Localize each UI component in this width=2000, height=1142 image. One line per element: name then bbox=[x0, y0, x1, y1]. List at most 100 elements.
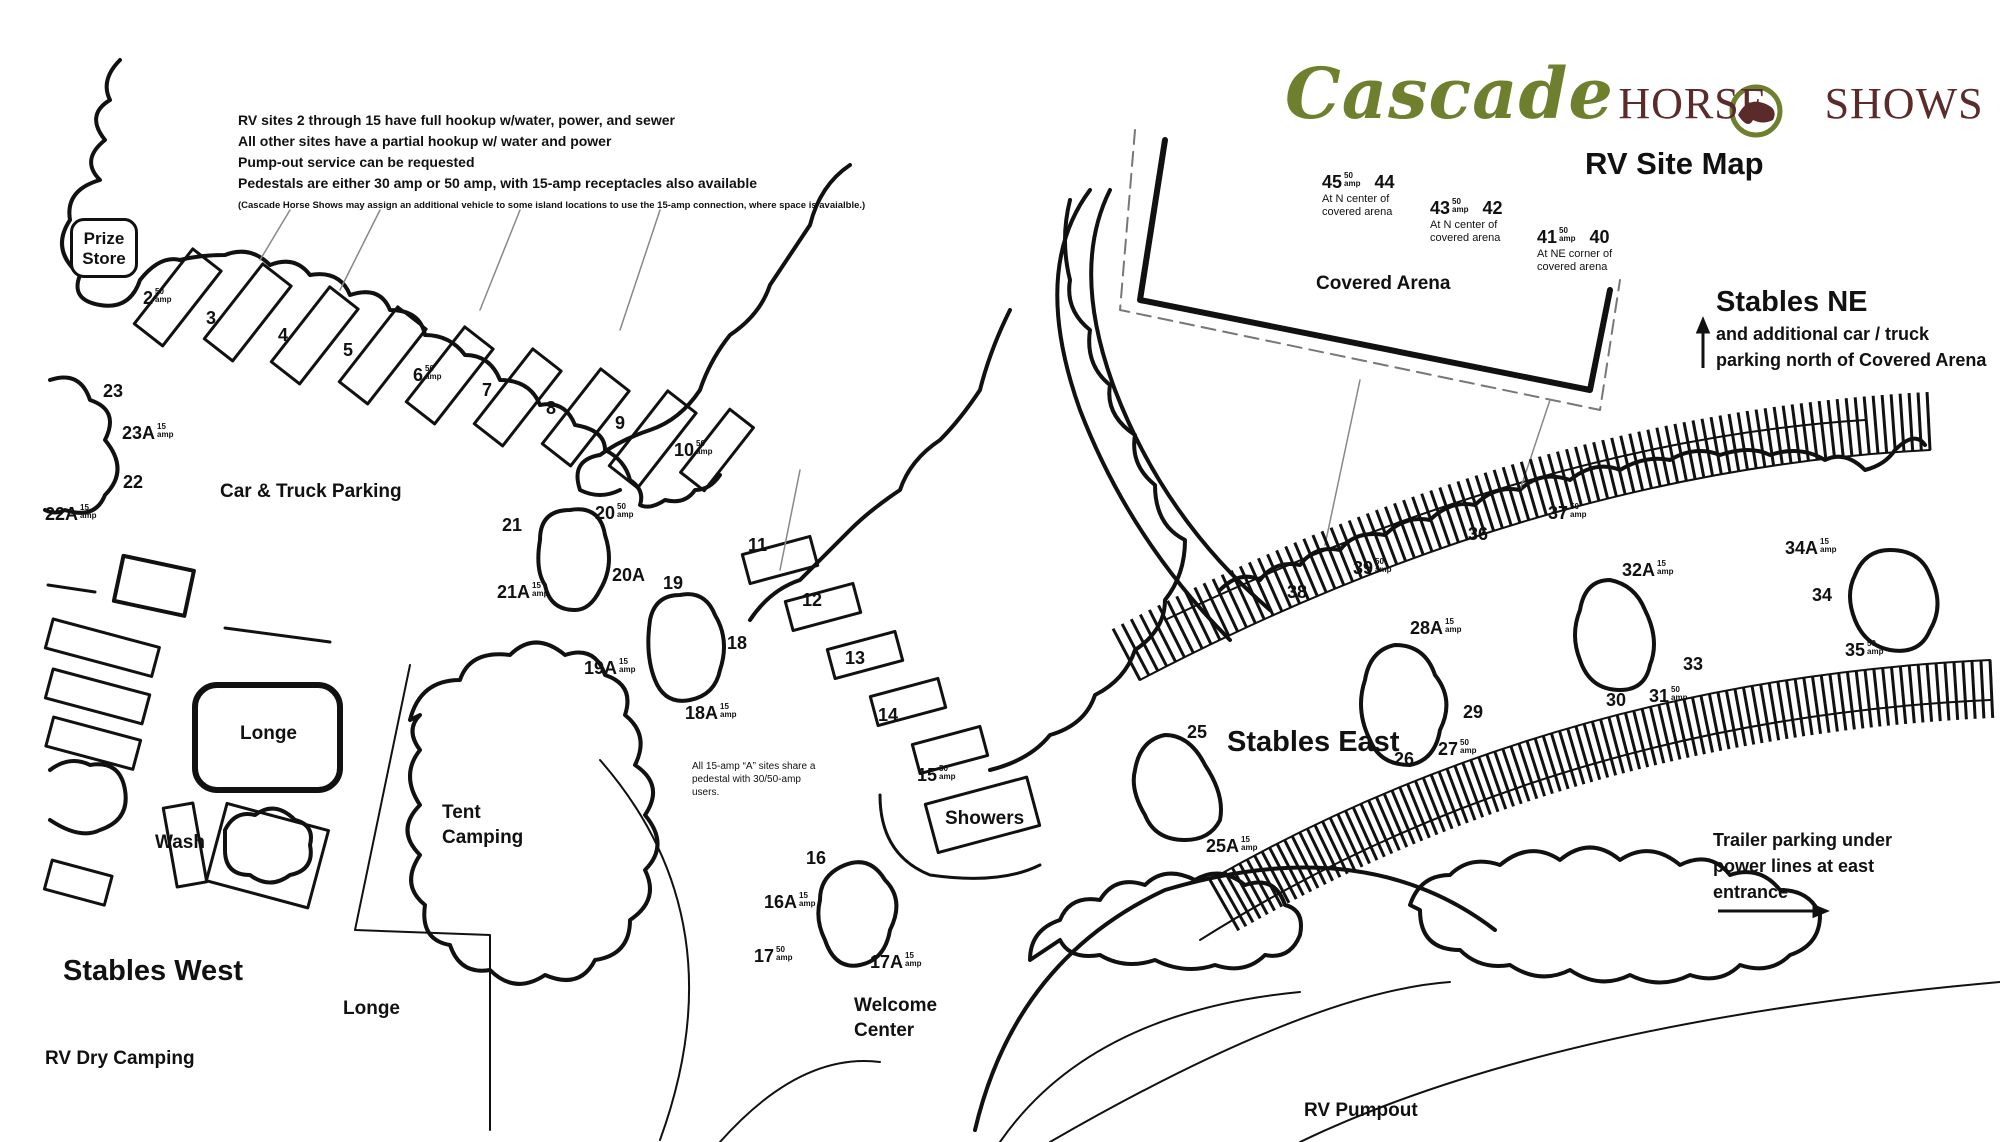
site-41-note-2: covered arena bbox=[1537, 261, 1608, 273]
stable-stall-mark bbox=[1501, 466, 1522, 524]
site-22[interactable]: 22 bbox=[123, 472, 144, 492]
prize-store-box[interactable]: Prize Store bbox=[70, 218, 138, 278]
stable-stall-mark bbox=[1429, 774, 1454, 830]
stable-stall-mark bbox=[1216, 875, 1248, 928]
stable-stall-mark bbox=[1558, 730, 1578, 787]
stable-stall-mark bbox=[1718, 415, 1732, 473]
site-18[interactable]: 18 bbox=[727, 633, 748, 653]
stable-stall-mark bbox=[1925, 391, 1932, 451]
stable-stall-mark bbox=[1257, 557, 1284, 612]
welcome-center-label-1: Welcome bbox=[854, 995, 938, 1016]
site-13[interactable]: 13 bbox=[845, 648, 866, 668]
site-26[interactable]: 26 bbox=[1394, 749, 1415, 769]
site-34[interactable]: 34 bbox=[1812, 585, 1833, 605]
site-25[interactable]: 25 bbox=[1187, 722, 1208, 742]
stable-stall-mark bbox=[1793, 678, 1806, 737]
stable-stall-mark bbox=[1469, 759, 1492, 816]
stable-stall-mark bbox=[1772, 406, 1784, 465]
rv-pad-13 bbox=[825, 629, 905, 681]
site-33[interactable]: 33 bbox=[1683, 654, 1704, 674]
site-11[interactable]: 11 bbox=[748, 535, 768, 555]
stable-stall-mark bbox=[1890, 666, 1899, 725]
rv-pad-8 bbox=[540, 367, 631, 468]
horse-logo-mark bbox=[1729, 84, 1783, 138]
site-16[interactable]: 16 bbox=[806, 848, 827, 868]
site-29[interactable]: 29 bbox=[1463, 702, 1484, 722]
logo-shows: SHOWS bbox=[1824, 79, 1984, 128]
stables-arc-4 bbox=[1209, 659, 1991, 881]
stable-stall-mark bbox=[1988, 659, 1995, 719]
stable-stall-mark bbox=[1952, 661, 1960, 720]
site-20a[interactable]: 20A bbox=[612, 565, 646, 585]
stable-stall-mark bbox=[1260, 850, 1291, 904]
site-45-note-2: covered arena bbox=[1322, 206, 1393, 218]
site-3[interactable]: 3 bbox=[206, 308, 217, 328]
stable-stall-mark bbox=[1375, 796, 1401, 851]
site-30[interactable]: 30 bbox=[1606, 690, 1627, 710]
stable-stall-mark bbox=[1707, 693, 1723, 752]
stable-stall-mark bbox=[1445, 768, 1469, 824]
site-38[interactable]: 38 bbox=[1287, 582, 1308, 602]
site-42[interactable]: 42 bbox=[1482, 198, 1503, 218]
site-8[interactable]: 8 bbox=[546, 398, 557, 418]
site-40[interactable]: 40 bbox=[1589, 227, 1610, 247]
site-7[interactable]: 7 bbox=[482, 380, 493, 400]
road-south-4 bbox=[719, 1060, 881, 1142]
site-12[interactable]: 12 bbox=[802, 590, 823, 610]
stable-stall-mark bbox=[1934, 663, 1942, 722]
car-truck-parking-label: Car & Truck Parking bbox=[220, 481, 402, 502]
rv-dry-camping-label: RV Dry Camping bbox=[45, 1048, 195, 1069]
rv-pad-4 bbox=[269, 285, 360, 386]
site-36[interactable]: 36 bbox=[1468, 524, 1489, 544]
stable-stall-mark bbox=[1223, 870, 1255, 924]
site-19[interactable]: 19 bbox=[663, 573, 684, 593]
stable-stall-mark bbox=[1733, 688, 1747, 747]
stable-stall-mark bbox=[1393, 502, 1416, 559]
stable-stall-mark bbox=[1682, 698, 1698, 757]
site-21[interactable]: 21 bbox=[502, 515, 523, 535]
stable-stall-mark bbox=[1640, 708, 1658, 766]
stable-stall-mark bbox=[1336, 813, 1364, 868]
site-14[interactable]: 14 bbox=[878, 705, 899, 725]
stable-stall-mark bbox=[1338, 523, 1363, 579]
covered-arena-dashed bbox=[1119, 129, 1621, 411]
showers-road bbox=[878, 793, 1042, 880]
site-23[interactable]: 23 bbox=[103, 381, 124, 401]
stable-stall-mark bbox=[1321, 820, 1349, 875]
site-5[interactable]: 5 bbox=[343, 340, 354, 360]
showers-building bbox=[923, 775, 1042, 855]
stable-stall-mark bbox=[1311, 534, 1337, 590]
site-9[interactable]: 9 bbox=[615, 413, 626, 433]
stable-stall-mark bbox=[1674, 700, 1690, 758]
stable-stall-mark bbox=[1574, 725, 1594, 783]
site-4[interactable]: 4 bbox=[278, 325, 289, 345]
stable-stall-mark bbox=[1599, 718, 1618, 776]
site-44[interactable]: 44 bbox=[1374, 172, 1395, 192]
site-43-note-2: covered arena bbox=[1430, 232, 1501, 244]
